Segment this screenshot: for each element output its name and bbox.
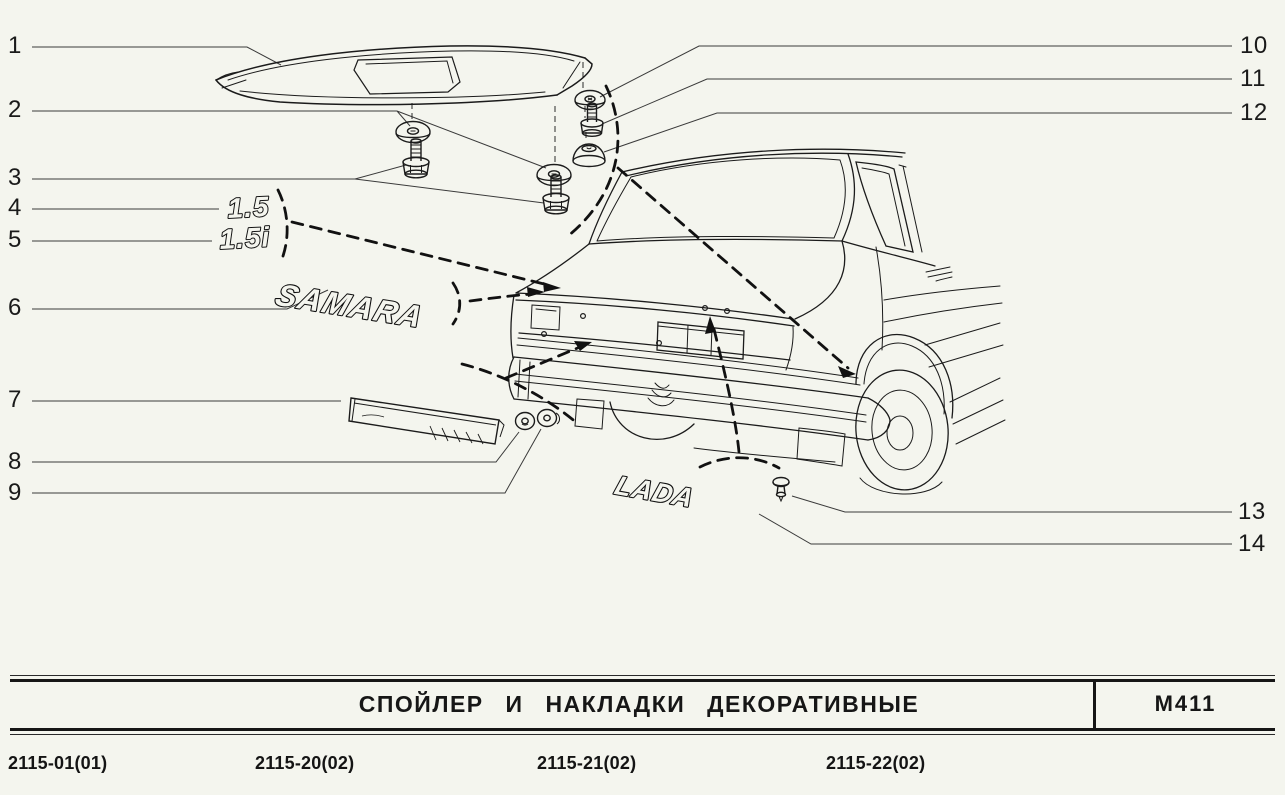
callout-2: 2 (8, 96, 22, 123)
fasteners (395, 89, 790, 503)
samara-badge: SAMARA (271, 278, 429, 335)
bolt-part11 (580, 102, 604, 137)
car-drawing (508, 148, 1006, 495)
callout-4: 4 (8, 194, 22, 221)
arrow-heads (527, 282, 856, 378)
callout-10: 10 (1240, 32, 1268, 59)
variant-2115-01: 2115-01(01) (8, 753, 108, 773)
bolt-part3-right (542, 174, 570, 215)
engine-badge-15: 1.5 (227, 191, 271, 224)
washer-part10 (574, 89, 606, 111)
callout-13: 13 (1238, 498, 1266, 525)
callout-7: 7 (8, 386, 22, 413)
badge-mount-holes (540, 305, 730, 347)
engine-badge-15i: 1.5i (219, 221, 271, 255)
bolt-part3-left (402, 138, 430, 179)
title-bar-divider (1093, 682, 1096, 728)
centerlines (411, 62, 587, 164)
callout-14: 14 (1238, 530, 1266, 557)
callout-12: 12 (1240, 99, 1268, 126)
clip-part14 (772, 476, 790, 503)
leader-lines (32, 45, 1232, 545)
callout-1: 1 (8, 32, 22, 59)
callout-8: 8 (8, 448, 22, 475)
callout-9: 9 (8, 479, 22, 506)
grommet-part12 (572, 143, 606, 168)
callout-6: 6 (8, 294, 22, 321)
title-bar: СПОЙЛЕР И НАКЛАДКИ ДЕКОРАТИВНЫЕ М411 (10, 675, 1275, 735)
callout-11: 11 (1240, 65, 1266, 92)
callout-5: 5 (8, 226, 22, 253)
variant-2115-20: 2115-20(02) (255, 753, 355, 773)
spoiler-drawing (215, 45, 593, 106)
lada-badge: LADA (611, 470, 698, 513)
sheet-code: М411 (1154, 691, 1217, 716)
washer-part9 (536, 408, 560, 428)
locator-dashes (276, 84, 850, 470)
trim-strip-drawing (348, 397, 505, 445)
sheet-title: СПОЙЛЕР И НАКЛАДКИ ДЕКОРАТИВНЫЕ (358, 691, 920, 717)
washer-part8 (514, 411, 536, 431)
variant-2115-21: 2115-21(02) (537, 753, 637, 773)
callout-3: 3 (8, 164, 22, 191)
variant-2115-22: 2115-22(02) (826, 753, 926, 773)
